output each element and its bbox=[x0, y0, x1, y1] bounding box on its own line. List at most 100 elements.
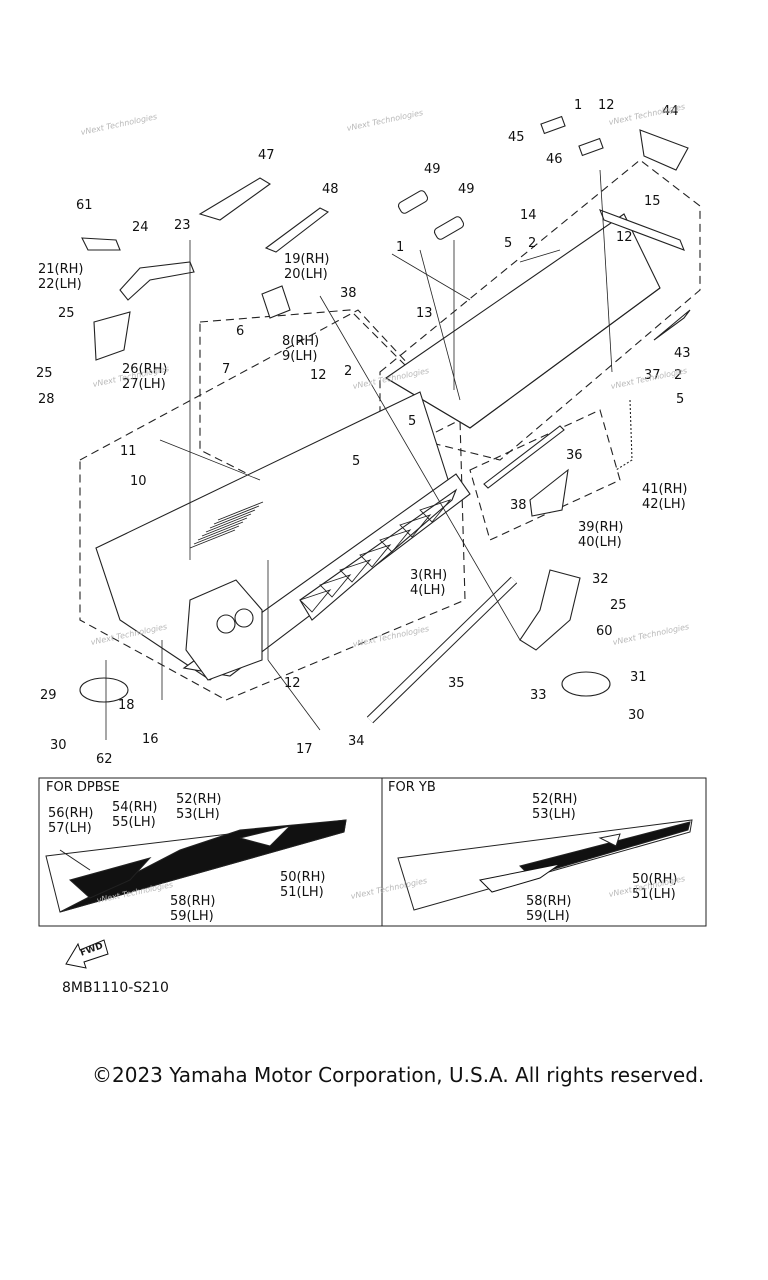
callout-label: 24 bbox=[132, 220, 149, 235]
handle-21 bbox=[119, 261, 195, 301]
callout-label: 12 bbox=[598, 98, 615, 113]
callout-label: 58(RH) 59(LH) bbox=[526, 894, 572, 924]
rear-flap-plate bbox=[384, 213, 661, 429]
callout-label: 10 bbox=[130, 474, 147, 489]
callout-label: 18 bbox=[118, 698, 135, 713]
callout-label: 13 bbox=[416, 306, 433, 321]
callout-label: 54(RH) 55(LH) bbox=[112, 800, 158, 830]
bracket-32 bbox=[519, 569, 581, 651]
copyright-notice: ©2023 Yamaha Motor Corporation, U.S.A. A… bbox=[92, 1063, 705, 1087]
callout-label: 38 bbox=[340, 286, 357, 301]
callout-label: 44 bbox=[662, 104, 679, 119]
reflector-43 bbox=[653, 309, 691, 341]
callout-label: 5 bbox=[504, 236, 513, 251]
callout-label: 36 bbox=[566, 448, 583, 463]
callout-label: 62 bbox=[96, 752, 113, 767]
callout-label: 38 bbox=[510, 498, 527, 513]
callout-label: 23 bbox=[174, 218, 191, 233]
rear-deck-outline bbox=[379, 159, 701, 461]
callout-label: 30 bbox=[50, 738, 67, 753]
callout-label: 43 bbox=[674, 346, 691, 361]
callout-label: 12 bbox=[616, 230, 633, 245]
callout-label: 8(RH) 9(LH) bbox=[282, 334, 320, 364]
callout-label: 30 bbox=[628, 708, 645, 723]
callout-label: 17 bbox=[296, 742, 313, 757]
callout-label: 50(RH) 51(LH) bbox=[632, 872, 678, 902]
callout-label: 45 bbox=[508, 130, 525, 145]
callout-label: 28 bbox=[38, 392, 55, 407]
tunnel-body bbox=[95, 391, 471, 681]
decal-46 bbox=[578, 137, 604, 157]
footrest-31 bbox=[561, 671, 611, 697]
callout-label: 49 bbox=[458, 182, 475, 197]
flap-48 bbox=[264, 207, 330, 253]
yb-title: FOR YB bbox=[388, 780, 436, 795]
callout-label: 12 bbox=[310, 368, 327, 383]
callout-label: 46 bbox=[546, 152, 563, 167]
running-board bbox=[299, 499, 452, 613]
callout-label: 33 bbox=[530, 688, 547, 703]
callout-label: 31 bbox=[630, 670, 647, 685]
callout-label: 14 bbox=[520, 208, 537, 223]
callout-label: 39(RH) 40(LH) bbox=[578, 520, 624, 550]
callout-label: 50(RH) 51(LH) bbox=[280, 870, 326, 900]
callout-label: 5 bbox=[676, 392, 685, 407]
decal-49a bbox=[397, 190, 429, 214]
callout-label: 2 bbox=[528, 236, 537, 251]
callout-label: 2 bbox=[344, 364, 353, 379]
callout-label: 29 bbox=[40, 688, 57, 703]
callout-label: 25 bbox=[36, 366, 53, 381]
callout-label: 49 bbox=[424, 162, 441, 177]
callout-label: 41(RH) 42(LH) bbox=[642, 482, 688, 512]
flap-47 bbox=[198, 177, 271, 221]
side-strip bbox=[483, 425, 565, 489]
callout-label: 7 bbox=[222, 362, 231, 377]
callout-label: 34 bbox=[348, 734, 365, 749]
callout-label: 35 bbox=[448, 676, 465, 691]
flap-hanger bbox=[615, 399, 633, 471]
callout-label: 5 bbox=[352, 454, 361, 469]
callout-label: 47 bbox=[258, 148, 275, 163]
bracket-39 bbox=[529, 468, 569, 517]
callout-label: 19(RH) 20(LH) bbox=[284, 252, 330, 282]
diagram-code: 8MB1110-S210 bbox=[62, 980, 169, 996]
callout-label: 1 bbox=[574, 98, 583, 113]
callout-label: 52(RH) 53(LH) bbox=[176, 792, 222, 822]
callout-label: 2 bbox=[674, 368, 683, 383]
fwd-arrow bbox=[65, 939, 109, 969]
decal-45 bbox=[540, 115, 566, 135]
front-bulkhead bbox=[185, 579, 263, 681]
cap-61 bbox=[81, 237, 121, 251]
callout-label: 16 bbox=[142, 732, 159, 747]
bracket-26 bbox=[93, 311, 131, 361]
tunnel-assembly-outline bbox=[79, 309, 466, 701]
callout-label: 61 bbox=[76, 198, 93, 213]
callout-label: 52(RH) 53(LH) bbox=[532, 792, 578, 822]
vent-slots bbox=[189, 501, 264, 549]
callout-label: 26(RH) 27(LH) bbox=[122, 362, 168, 392]
callout-label: 25 bbox=[58, 306, 75, 321]
dpbse-title: FOR DPBSE bbox=[46, 780, 120, 795]
callout-label: 5 bbox=[408, 414, 417, 429]
callout-label: 21(RH) 22(LH) bbox=[38, 262, 84, 292]
callout-label: 3(RH) 4(LH) bbox=[410, 568, 448, 598]
decal-49b bbox=[433, 216, 465, 240]
callout-label: 12 bbox=[284, 676, 301, 691]
footrest-29 bbox=[79, 677, 129, 703]
callout-label: 11 bbox=[120, 444, 137, 459]
callout-label: 58(RH) 59(LH) bbox=[170, 894, 216, 924]
callout-label: 25 bbox=[610, 598, 627, 613]
callout-label: 6 bbox=[236, 324, 245, 339]
callout-label: 48 bbox=[322, 182, 339, 197]
callout-label: 56(RH) 57(LH) bbox=[48, 806, 94, 836]
yb-box bbox=[381, 777, 707, 927]
leader-lines bbox=[105, 169, 613, 740]
callout-label: 1 bbox=[396, 240, 405, 255]
bracket-44 bbox=[639, 129, 689, 171]
callout-label: 15 bbox=[644, 194, 661, 209]
callout-label: 37 bbox=[644, 368, 661, 383]
callout-label: 32 bbox=[592, 572, 609, 587]
dpbse-decal bbox=[45, 819, 347, 913]
boot-19 bbox=[261, 285, 291, 319]
